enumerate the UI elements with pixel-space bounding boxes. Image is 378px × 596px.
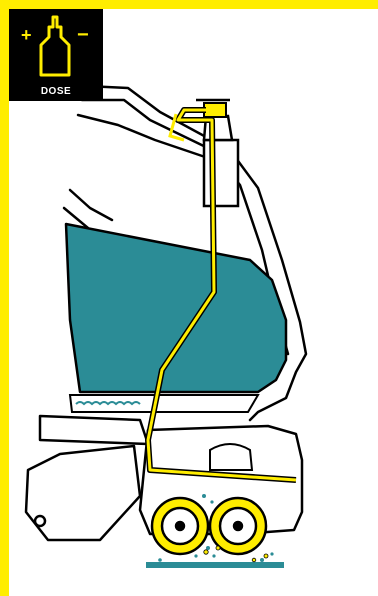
deck-plate — [40, 416, 148, 444]
floor-strip — [146, 562, 284, 568]
teal-tank — [66, 224, 286, 392]
dose-badge[interactable]: + − DOSE — [9, 9, 103, 101]
upper-left-edge — [70, 190, 112, 220]
plus-symbol: + — [21, 25, 32, 45]
minus-symbol: − — [77, 24, 89, 46]
brush-right — [210, 498, 266, 554]
brush-left — [152, 498, 208, 554]
solution-canister — [204, 140, 238, 206]
axle-left-marker — [35, 516, 45, 526]
canister-top-fitting — [204, 103, 226, 117]
dose-label: DOSE — [9, 86, 103, 97]
